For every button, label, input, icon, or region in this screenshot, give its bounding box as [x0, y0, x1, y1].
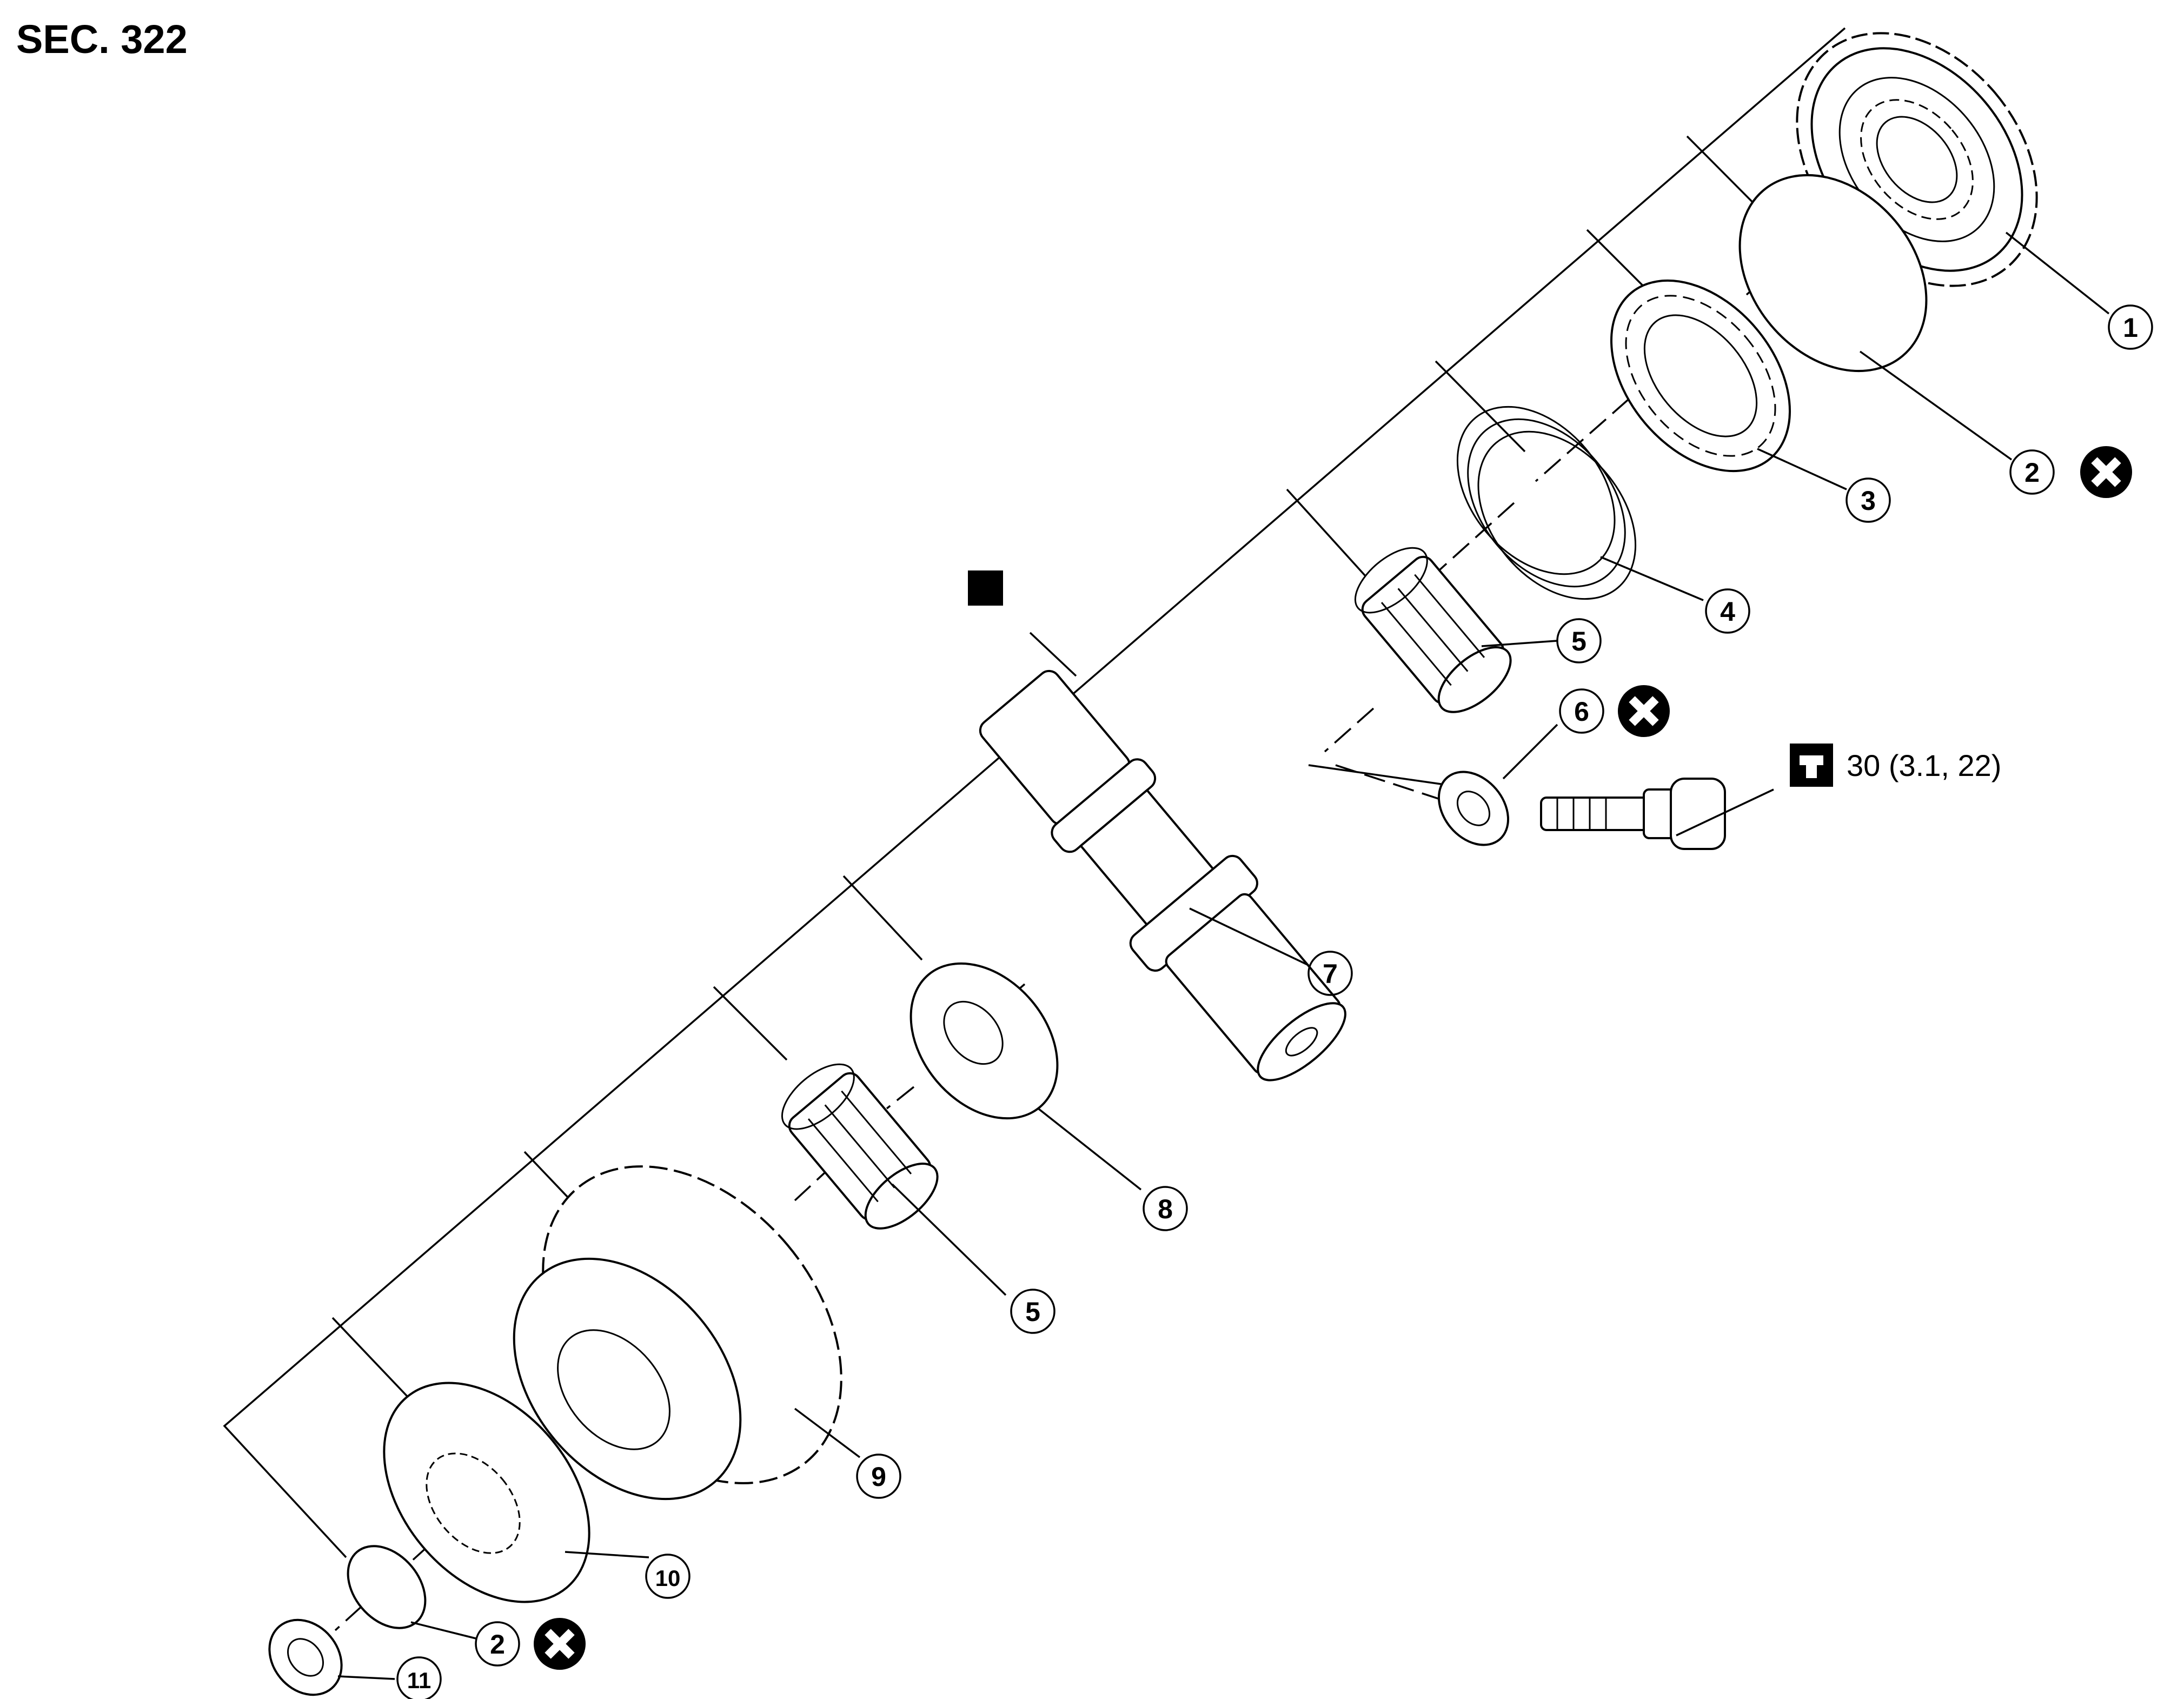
- needle-bearing-part-5-lower: [781, 1063, 939, 1230]
- svg-text:1: 1: [2123, 313, 2138, 343]
- svg-text:5: 5: [1571, 626, 1586, 656]
- svg-text:2: 2: [2024, 457, 2040, 488]
- callout-9: 9: [856, 1454, 901, 1499]
- callout-5-lower: 5: [1010, 1289, 1056, 1334]
- gear-part-9: [513, 1165, 842, 1501]
- needle-bearing-part-5-upper: [1354, 547, 1512, 713]
- callout-4: 4: [1705, 588, 1750, 634]
- washer-part-11: [268, 1618, 343, 1696]
- torque-wrench-icon: [1790, 744, 1833, 787]
- svg-text:11: 11: [407, 1668, 431, 1693]
- filled-square-icon: [968, 570, 1003, 606]
- svg-text:2: 2: [490, 1629, 505, 1660]
- svg-text:10: 10: [655, 1565, 681, 1591]
- bolt: [1540, 778, 1726, 850]
- do-not-reuse-icon: [1618, 685, 1670, 737]
- spacer-part-8: [910, 962, 1059, 1120]
- shaft-part-7: [979, 669, 1346, 1081]
- callout-6: 6: [1559, 688, 1604, 734]
- callout-5-upper: 5: [1556, 618, 1602, 663]
- callout-1: 1: [2108, 304, 2153, 350]
- spring-part-4: [1456, 406, 1637, 600]
- svg-text:5: 5: [1025, 1297, 1040, 1327]
- svg-text:9: 9: [871, 1462, 886, 1492]
- leader-lines: [337, 231, 2110, 1680]
- washer-part-6: [1437, 771, 1510, 846]
- svg-text:6: 6: [1574, 696, 1589, 727]
- callout-10: 10: [645, 1554, 691, 1599]
- callout-2-lower: 2: [475, 1621, 520, 1667]
- section-label: SEC. 322: [16, 17, 188, 62]
- torque-spec: 30 (3.1, 22): [1847, 748, 2001, 782]
- svg-text:4: 4: [1720, 596, 1735, 627]
- callout-7: 7: [1307, 951, 1353, 996]
- svg-text:8: 8: [1158, 1194, 1173, 1224]
- do-not-reuse-icon: [534, 1618, 586, 1670]
- synchronizer-ring-part-3: [1610, 279, 1791, 473]
- snap-ring-part-2-lower: [347, 1545, 427, 1629]
- snap-ring-part-2: [1738, 174, 1928, 373]
- bushing-part-10: [383, 1382, 590, 1603]
- callout-3: 3: [1846, 477, 1891, 523]
- svg-text:3: 3: [1861, 486, 1876, 516]
- callout-8: 8: [1143, 1186, 1188, 1231]
- do-not-reuse-icon: [2080, 446, 2132, 498]
- callout-2-top: 2: [2009, 449, 2055, 495]
- svg-text:7: 7: [1323, 959, 1338, 989]
- callout-11: 11: [396, 1656, 442, 1699]
